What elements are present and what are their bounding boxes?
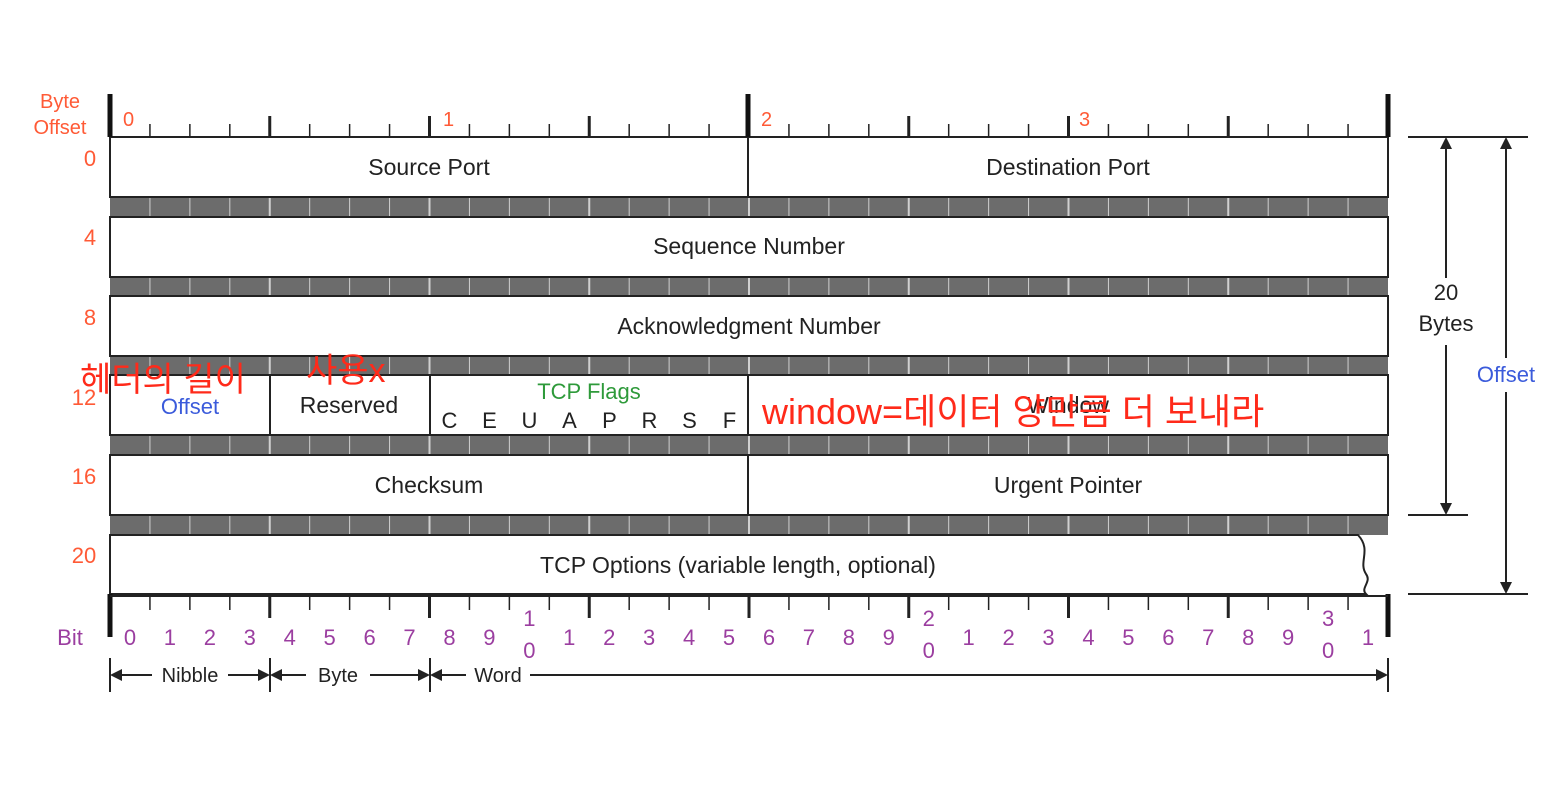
byte-numbers: 0 1 2 3 [123, 109, 1090, 131]
byte-label: Byte [318, 665, 358, 687]
bit-number-13: 3 [643, 625, 655, 650]
bit-number-14: 4 [683, 625, 695, 650]
bit-number-25: 5 [1122, 625, 1134, 650]
reserved-field [269, 374, 431, 436]
urgent-pointer-field [747, 454, 1389, 516]
flag-r: R [642, 408, 659, 433]
row-offset-8: 8 [84, 305, 96, 330]
word-label: Word [474, 665, 521, 687]
bit-number-10-tens: 1 [523, 606, 535, 631]
bit-number-22: 2 [1002, 625, 1014, 650]
destination-port-field [747, 136, 1389, 198]
bit-number-5: 5 [324, 625, 336, 650]
row-separators [110, 197, 1388, 535]
bit-number-20-tens: 2 [923, 606, 935, 631]
row-offset-16: 16 [72, 464, 96, 489]
flag-a: A [562, 408, 578, 433]
note-window: window=데이터 양만큼 더 보내라 [761, 391, 1264, 432]
bottom-bit-ruler [110, 595, 1388, 618]
bit-number-12: 2 [603, 625, 615, 650]
bit-number-26: 6 [1162, 625, 1174, 650]
bit-number-0: 0 [124, 625, 136, 650]
row-offset-20: 20 [72, 543, 96, 568]
source-port-label: Source Port [368, 154, 490, 180]
sequence-number-label: Sequence Number [653, 233, 845, 259]
bit-number-16: 6 [763, 625, 775, 650]
tcp-options-label: TCP Options (variable length, optional) [540, 552, 936, 578]
data-offset-field [109, 374, 271, 436]
tcp-flags-label: TCP Flags [537, 379, 641, 404]
bit-number-11: 1 [563, 625, 575, 650]
tcp-flags-field [429, 374, 749, 436]
bit-number-30-ones: 0 [1322, 638, 1334, 663]
bit-number-8: 8 [443, 625, 455, 650]
bit-number-3: 3 [244, 625, 256, 650]
flag-c: C [442, 408, 459, 433]
note-unused: 사용x [306, 352, 386, 390]
bit-number-24: 4 [1082, 625, 1094, 650]
bit-number-18: 8 [843, 625, 855, 650]
reserved-label: Reserved [300, 392, 398, 418]
byte-number-1: 1 [443, 109, 454, 131]
bit-number-20-ones: 0 [923, 638, 935, 663]
flag-p: P [602, 408, 618, 433]
bit-number-2: 2 [204, 625, 216, 650]
header-size-unit: Bytes [1418, 311, 1473, 336]
window-field [747, 374, 1389, 436]
byte-number-0: 0 [123, 109, 134, 131]
urgent-pointer-label: Urgent Pointer [994, 472, 1143, 498]
sequence-number-field [109, 216, 1389, 278]
header-size-number: 20 [1434, 280, 1458, 305]
destination-port-label: Destination Port [986, 154, 1150, 180]
tcp-options-field [109, 534, 1369, 595]
nibble-label: Nibble [162, 665, 219, 687]
bit-number-10-ones: 0 [523, 638, 535, 663]
bit-number-31: 1 [1362, 625, 1374, 650]
bit-number-19: 9 [883, 625, 895, 650]
flag-e: E [482, 408, 498, 433]
flag-u: U [522, 408, 539, 433]
data-offset-label: Offset [161, 394, 219, 419]
note-header-length: 헤더의 길이 [80, 361, 246, 399]
flag-s: S [682, 408, 698, 433]
checksum-label: Checksum [375, 472, 484, 498]
source-port-field [109, 136, 749, 198]
bit-number-6: 6 [363, 625, 375, 650]
row-offset-12: 12 [72, 385, 96, 410]
byte-offset-label-line2: Offset [34, 117, 87, 139]
bit-number-9: 9 [483, 625, 495, 650]
row-offset-0: 0 [84, 146, 96, 171]
bit-number-4: 4 [284, 625, 296, 650]
offset-annotation: Offset [1477, 362, 1535, 387]
acknowledgment-number-label: Acknowledgment Number [617, 313, 881, 339]
window-label: Window [1027, 392, 1109, 418]
bit-number-7: 7 [403, 625, 415, 650]
bit-number-1: 1 [164, 625, 176, 650]
byte-number-2: 2 [761, 109, 772, 131]
bit-number-21: 1 [963, 625, 975, 650]
byte-offset-label-line1: Byte [40, 91, 80, 113]
byte-number-3: 3 [1079, 109, 1090, 131]
bit-number-30-tens: 3 [1322, 606, 1334, 631]
bit-number-15: 5 [723, 625, 735, 650]
bit-axis-label: Bit [57, 625, 83, 650]
bit-number-23: 3 [1042, 625, 1054, 650]
flag-f: F [723, 408, 737, 433]
bit-number-27: 7 [1202, 625, 1214, 650]
bit-number-29: 9 [1282, 625, 1294, 650]
row-offset-4: 4 [84, 225, 96, 250]
bit-number-17: 7 [803, 625, 815, 650]
bit-number-28: 8 [1242, 625, 1254, 650]
checksum-field [109, 454, 749, 516]
acknowledgment-number-field [109, 295, 1389, 357]
